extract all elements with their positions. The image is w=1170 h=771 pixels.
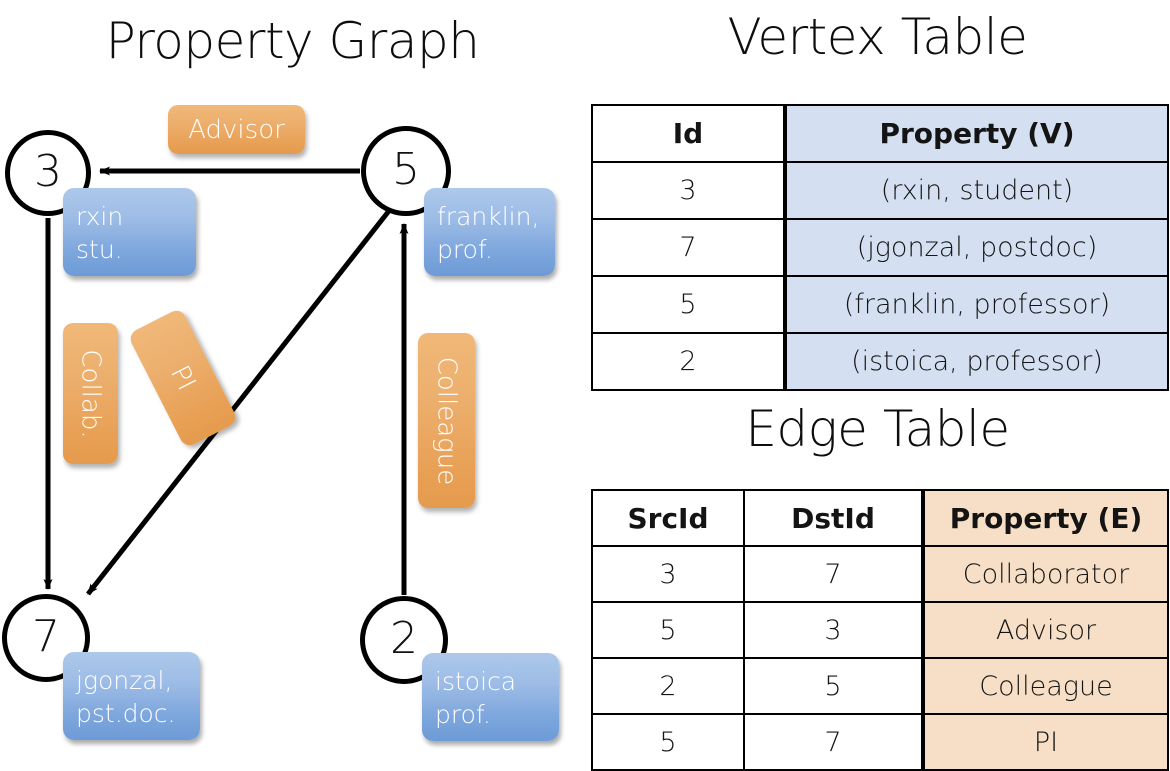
vertex-table-col-property: Property (V) [783, 104, 1169, 163]
vertex-property-jgonzal-line2: pst.doc. [76, 699, 176, 728]
vertex-property-box-rxin: rxin stu. [63, 188, 196, 276]
edge-cell-srcid: 5 [591, 601, 745, 659]
edge-label-advisor-text: Advisor [188, 114, 285, 145]
graph-node-5-label: 5 [392, 144, 420, 195]
vertex-property-istoica-line2: prof. [435, 700, 491, 729]
vertex-cell-property: (franklin, professor) [783, 275, 1169, 334]
page-title-edge-table: Edge Table [745, 400, 1010, 458]
edge-cell-dstid: 7 [743, 545, 924, 603]
edge-label-colleague-text: Colleague [431, 356, 462, 485]
edge-cell-dstid: 3 [743, 601, 924, 659]
vertex-property-box-istoica: istoica prof. [422, 653, 559, 741]
vertex-property-rxin-line2: stu. [76, 235, 123, 264]
table-row: 3 (rxin, student) [591, 161, 1169, 220]
vertex-cell-property: (jgonzal, postdoc) [783, 218, 1169, 277]
vertex-property-franklin-line1: franklin, [437, 202, 540, 231]
vertex-cell-property: (rxin, student) [783, 161, 1169, 220]
graph-node-7-label: 7 [32, 611, 60, 662]
edge-cell-dstid: 5 [743, 657, 924, 715]
edge-cell-property: Collaborator [921, 545, 1169, 603]
edge-cell-srcid: 3 [591, 545, 745, 603]
table-row: 5 (franklin, professor) [591, 275, 1169, 334]
table-row: 5 3 Advisor [591, 601, 1169, 659]
table-row: 2 (istoica, professor) [591, 332, 1169, 391]
vertex-cell-id: 7 [591, 218, 786, 277]
vertex-property-rxin-line1: rxin [76, 202, 124, 231]
graph-node-5[interactable]: 5 [361, 126, 451, 216]
edge-label-pi-text: PI [164, 360, 202, 396]
vertex-table: Id Property (V) 3 (rxin, student) 7 (jgo… [591, 104, 1169, 391]
edge-table-col-property: Property (E) [921, 489, 1169, 547]
edge-table-col-srcid: SrcId [591, 489, 745, 547]
table-row: 5 7 PI [591, 713, 1169, 771]
page-title-property-graph: Property Graph [105, 12, 480, 70]
table-row: 3 7 Collaborator [591, 545, 1169, 603]
vertex-cell-id: 2 [591, 332, 786, 391]
graph-node-2-label: 2 [390, 613, 418, 664]
edge-label-box-collab: Collab. [63, 323, 118, 464]
vertex-cell-id: 3 [591, 161, 786, 220]
edge-cell-srcid: 2 [591, 657, 745, 715]
edge-label-box-colleague: Colleague [418, 333, 475, 508]
vertex-cell-property: (istoica, professor) [783, 332, 1169, 391]
edge-cell-property: Colleague [921, 657, 1169, 715]
table-row: 2 5 Colleague [591, 657, 1169, 715]
graph-node-2[interactable]: 2 [360, 596, 448, 684]
property-graph-diagram: 3 5 7 2 rxin stu. franklin, prof. jgonza… [0, 0, 585, 760]
edge-cell-dstid: 7 [743, 713, 924, 771]
graph-node-3-label: 3 [34, 146, 62, 197]
vertex-property-istoica-line1: istoica [435, 667, 517, 696]
vertex-table-col-id: Id [591, 104, 786, 163]
vertex-property-box-jgonzal: jgonzal, pst.doc. [63, 652, 200, 740]
vertex-property-jgonzal-line1: jgonzal, [76, 666, 173, 695]
edge-cell-property: PI [921, 713, 1169, 771]
table-row: 7 (jgonzal, postdoc) [591, 218, 1169, 277]
edge-table: SrcId DstId Property (E) 3 7 Collaborato… [591, 489, 1169, 771]
graph-edge-arrows [43, 166, 409, 596]
edge-arrow-pi [86, 205, 394, 596]
page-title-vertex-table: Vertex Table [727, 8, 1028, 66]
edge-label-collab-text: Collab. [75, 348, 106, 439]
vertex-table-header-row: Id Property (V) [591, 104, 1169, 163]
edge-table-header-row: SrcId DstId Property (E) [591, 489, 1169, 547]
vertex-cell-id: 5 [591, 275, 786, 334]
edge-cell-srcid: 5 [591, 713, 745, 771]
edge-cell-property: Advisor [921, 601, 1169, 659]
edge-label-box-advisor: Advisor [168, 105, 305, 154]
vertex-property-franklin-line2: prof. [437, 235, 493, 264]
edge-table-col-dstid: DstId [743, 489, 924, 547]
vertex-property-box-franklin: franklin, prof. [424, 188, 555, 276]
